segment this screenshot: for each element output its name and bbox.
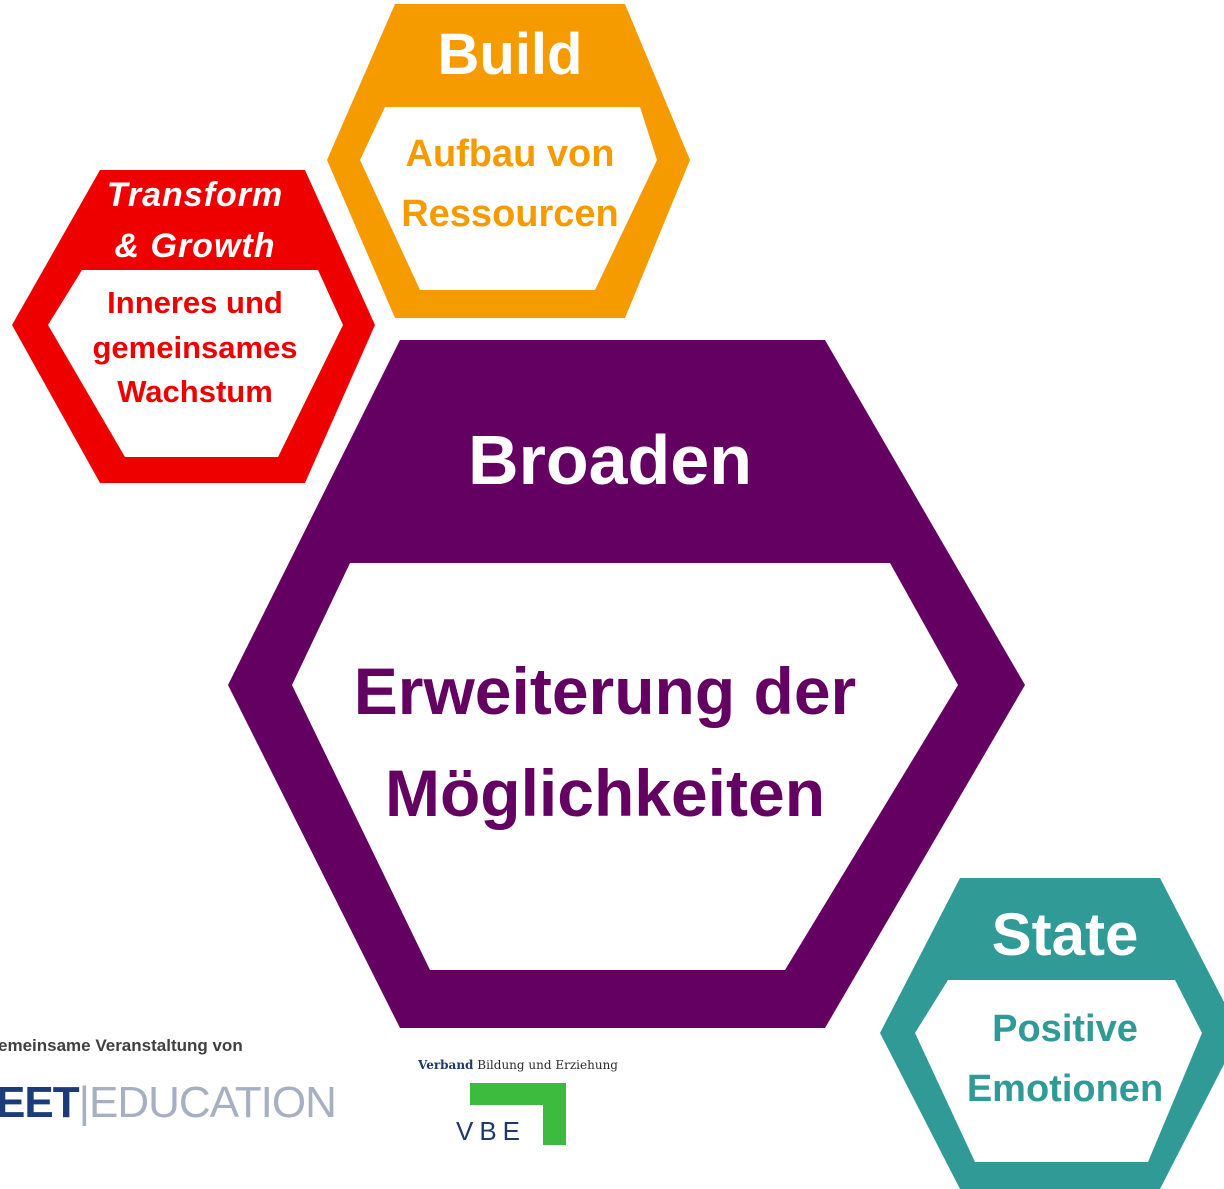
broaden-subtitle-line1: Erweiterung der [353,654,857,728]
build-title: Build [437,22,583,87]
transform-subtitle-line1: Inneres und [107,285,283,320]
vbe-mark-text: VBE [456,1116,527,1146]
vbe-tagline-rest: Bildung und Erziehung [473,1058,618,1072]
logo-eet-text: EET [0,1078,80,1127]
logo-separator: | [78,1078,90,1127]
state-title: State [991,901,1139,968]
state-subtitle-line2: Emotionen [966,1068,1164,1110]
state-hexagon-inner [915,980,1202,1162]
transform-subtitle-line3: Wachstum [117,374,273,409]
transform-title-line1: Transform [106,176,284,214]
broaden-subtitle-line2: Möglichkeiten [384,756,826,830]
transform-hexagon-inner [48,270,343,457]
transform-subtitle-line2: gemeinsames [92,330,298,365]
logo-education-text: EDUCATION [89,1078,337,1127]
transform-title-line2: & Growth [114,227,276,265]
build-subtitle-line2: Ressourcen [401,193,619,235]
vbe-tagline-bold: Verband [418,1058,474,1072]
footer-note: emeinsame Veranstaltung von [0,1036,243,1055]
broaden-title: Broaden [468,421,752,499]
build-subtitle-line1: Aufbau von [405,133,615,175]
broaden-hexagon-inner [292,563,958,970]
state-subtitle-line1: Positive [992,1008,1138,1050]
vbe-green-mark [470,1083,566,1145]
build-hexagon-inner [360,107,657,290]
vbe-tagline: Verband Bildung und Erziehung [418,1058,618,1072]
eet-education-logo: EET|EDUCATION [0,1078,337,1128]
vbe-logo: Verband Bildung und Erziehung VBE [418,1058,618,1148]
